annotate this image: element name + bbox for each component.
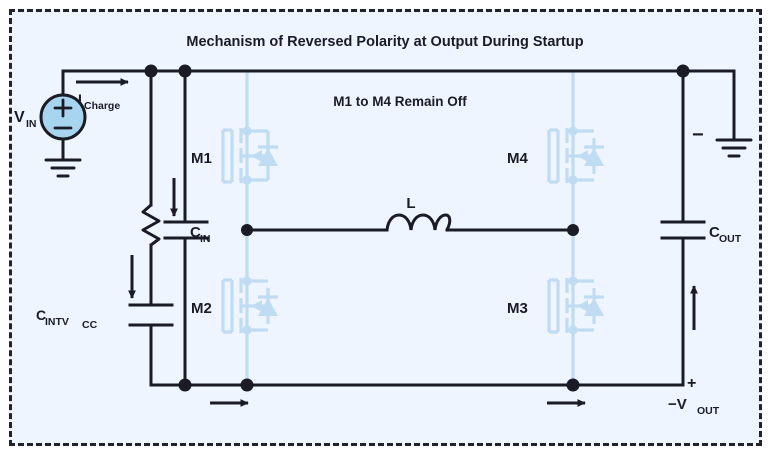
label-vout: −V OUT: [668, 396, 720, 417]
svg-text:C: C: [709, 224, 720, 241]
label-cintvcc: C INTV CC: [36, 307, 98, 331]
node-dot-top-out: [676, 64, 690, 78]
resistor-intvcc: [141, 203, 161, 247]
label-icharge: I Charge: [78, 91, 120, 112]
label-m3: M3: [507, 300, 528, 317]
label-output-plus: +: [687, 375, 696, 392]
svg-text:C: C: [36, 307, 46, 323]
mosfet-group-off: [221, 70, 604, 385]
mosfet-m2: [221, 232, 278, 385]
svg-text:C: C: [190, 224, 201, 241]
wiring: [61, 69, 736, 387]
svg-text:OUT: OUT: [719, 233, 742, 245]
capacitor-cintvcc: [128, 303, 174, 327]
svg-text:INTV: INTV: [45, 316, 69, 328]
svg-text:OUT: OUT: [697, 405, 720, 417]
node-dot-bot-cin: [178, 378, 192, 392]
ground-input: [44, 158, 82, 178]
inductor-l: [385, 213, 452, 232]
label-inductor: L: [406, 195, 415, 212]
label-cout: C OUT: [709, 224, 742, 245]
figure-title: Mechanism of Reversed Polarity at Output…: [186, 34, 583, 50]
svg-text:CC: CC: [82, 319, 98, 331]
node-dot-bot-m2: [240, 378, 254, 392]
svg-text:−V: −V: [668, 396, 687, 413]
svg-text:I: I: [78, 91, 82, 107]
current-arrows: [76, 78, 698, 407]
label-m2: M2: [191, 300, 212, 317]
node-dots: [144, 64, 690, 392]
label-m4: M4: [507, 150, 528, 167]
svg-text:Charge: Charge: [84, 100, 120, 112]
capacitor-cout: [660, 220, 706, 240]
svg-text:V: V: [14, 109, 25, 126]
svg-text:IN: IN: [200, 233, 211, 245]
voltage-source: [39, 93, 87, 141]
mosfet-m4: [547, 70, 604, 228]
label-m1: M1: [191, 150, 212, 167]
label-cin: C IN: [190, 224, 211, 245]
node-dot-sw-right: [567, 224, 579, 236]
label-vin: V IN: [14, 109, 37, 130]
node-dot-sw-left: [241, 224, 253, 236]
figure-subtitle: M1 to M4 Remain Off: [333, 94, 467, 109]
node-dot-top-left: [144, 64, 158, 78]
mosfet-m3: [547, 232, 604, 385]
ground-output: [715, 138, 753, 158]
figure-border: [9, 9, 762, 446]
svg-text:IN: IN: [26, 118, 37, 130]
capacitor-cin: [163, 220, 209, 240]
mosfet-m1: [221, 70, 278, 228]
node-dot-top-cin: [178, 64, 192, 78]
label-output-minus: −: [692, 124, 704, 146]
node-dot-bot-m3: [566, 378, 580, 392]
